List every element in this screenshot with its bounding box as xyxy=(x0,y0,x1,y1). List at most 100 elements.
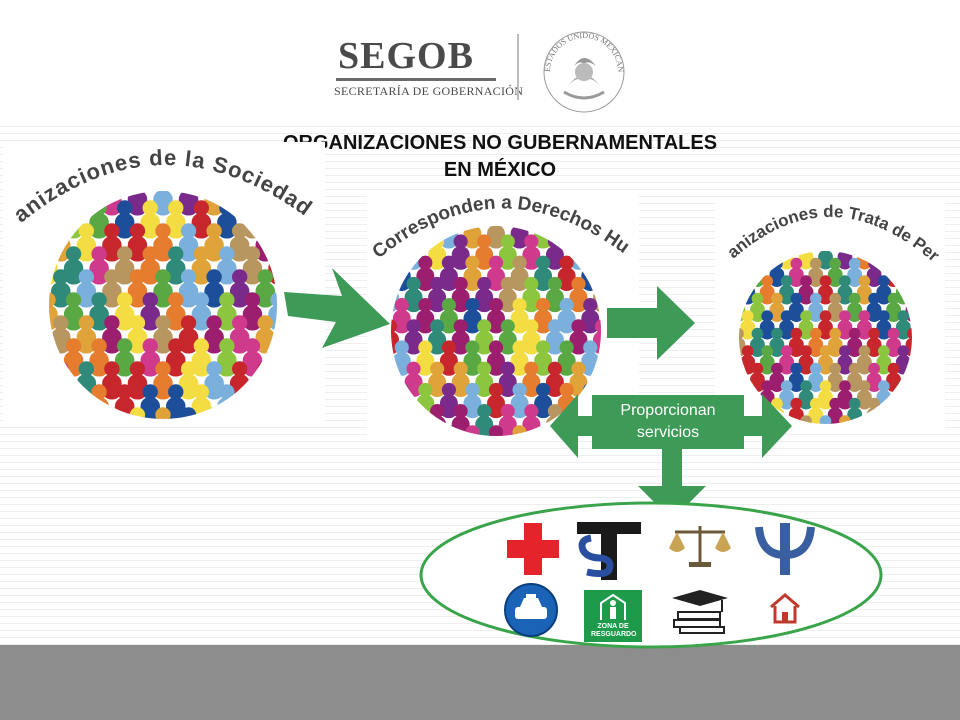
crowd-person-head xyxy=(53,223,69,239)
crowd-person-head xyxy=(104,315,120,331)
crowd-person-head xyxy=(907,362,912,375)
crowd-person-body xyxy=(463,352,482,376)
crowd-person-body xyxy=(463,267,482,291)
crowd-person-body xyxy=(451,331,470,355)
crowd-person-head xyxy=(547,276,562,291)
crowd-person-head xyxy=(418,255,433,270)
crowd-person-body xyxy=(204,328,224,354)
crowd-person-body xyxy=(487,226,505,249)
crowd-person-body xyxy=(827,267,843,287)
crowd-person-head xyxy=(394,382,409,397)
crowd-person-head xyxy=(536,226,551,228)
crowd-person-body xyxy=(847,372,863,392)
crowd-person-head xyxy=(819,310,832,322)
crowd-person-body xyxy=(759,251,775,270)
crowd-person-head xyxy=(155,315,171,331)
services-box-line-1: Proporcionan xyxy=(620,402,716,419)
crowd-person-body xyxy=(739,337,746,357)
crowd-person-head xyxy=(848,292,861,305)
segob-logo: SEGOB SECRETARÍA DE GOBERNACIÓN ESTADOS … xyxy=(330,26,630,115)
crowd-person-body xyxy=(89,351,109,377)
crowd-person-head xyxy=(465,340,480,355)
crowd-person-body xyxy=(153,328,173,354)
crowd-person-body xyxy=(114,213,135,239)
crowd-person-head xyxy=(49,292,56,308)
crowd-person-head xyxy=(180,361,197,377)
crowd-person-head xyxy=(206,223,222,239)
crowd-person-head xyxy=(257,191,273,193)
crowd-person-head xyxy=(477,276,492,291)
crowd-person-body xyxy=(49,305,58,331)
services-box-line-2: servicios xyxy=(636,424,700,441)
crowd-person-head xyxy=(839,310,851,322)
crowd-person-body xyxy=(487,394,505,419)
crowd-person-body xyxy=(510,394,529,419)
crowd-person-head xyxy=(391,319,398,334)
crowd-person-body xyxy=(229,374,250,400)
crowd-person-head xyxy=(848,327,861,340)
crowd-person-body xyxy=(593,246,601,270)
crowd-person-head xyxy=(142,246,158,262)
crowd-person-body xyxy=(463,394,482,419)
crowd-person-body xyxy=(191,351,212,377)
crowd-person-head xyxy=(887,362,900,375)
crowd-person-head xyxy=(206,315,222,331)
crowd-person-head xyxy=(117,292,133,308)
crowd-person-body xyxy=(475,331,494,355)
crowd-person-head xyxy=(751,257,764,270)
crowd-person-body xyxy=(268,397,277,419)
crowd-person-body xyxy=(827,302,843,322)
crowd-person-head xyxy=(897,415,910,424)
crowd-person-body xyxy=(779,285,794,305)
crowd-person-head xyxy=(751,292,764,305)
crowd-person-head xyxy=(65,200,82,216)
crowd-person-head xyxy=(868,257,880,270)
crowd-person-head xyxy=(868,362,880,375)
crowd-person-head xyxy=(547,319,562,334)
crowd-person-body xyxy=(191,305,212,331)
crowd-person-head xyxy=(858,251,871,252)
crowd-person-head xyxy=(907,292,912,305)
crowd-person-head xyxy=(878,380,890,392)
crowd-person-body xyxy=(416,226,435,249)
crowd-person-body xyxy=(487,267,505,291)
crowd-person-head xyxy=(257,315,273,331)
crowd-person-head xyxy=(500,361,515,376)
crowd-person-body xyxy=(827,372,843,392)
crowd-person-head xyxy=(206,361,222,377)
crowd-person-head xyxy=(559,382,574,397)
crowd-person-head xyxy=(858,310,871,322)
crowd-person-body xyxy=(416,309,435,334)
crowd-person-body xyxy=(593,373,601,397)
crowd-person-body xyxy=(739,267,746,287)
footer-bar xyxy=(0,645,960,720)
crowd-person-head xyxy=(907,257,912,270)
crowd-person-body xyxy=(140,305,160,331)
crowd-person-body xyxy=(808,337,824,357)
crowd-person-head xyxy=(536,382,551,397)
crowd-person-head xyxy=(257,407,273,419)
crowd-person-body xyxy=(255,191,275,216)
crowd-person-head xyxy=(65,292,82,308)
crowd-person-body xyxy=(593,331,601,355)
crowd-person-head xyxy=(741,310,754,322)
crowd-person-head xyxy=(418,340,433,355)
crowd-person-head xyxy=(78,361,94,377)
crowd-person-head xyxy=(441,226,456,228)
crowd-person-head xyxy=(270,246,277,262)
crowd-person-head xyxy=(800,310,812,322)
crowd-person-body xyxy=(217,397,237,419)
crowd-person-body xyxy=(534,394,553,419)
crowd-person-head xyxy=(907,397,912,410)
safe-zone-sign-icon: ZONA DE RESGUARDO xyxy=(584,590,642,642)
crowd-person-body xyxy=(140,259,160,285)
crowd-person-head xyxy=(524,276,539,291)
crowd-person-head xyxy=(117,246,133,262)
crowd-person-head xyxy=(257,269,273,285)
crowd-person-body xyxy=(522,373,541,397)
crowd-person-head xyxy=(839,251,851,252)
crowd-person-head xyxy=(168,292,184,308)
crowd-person-body xyxy=(76,374,97,400)
crowd-person-body xyxy=(255,282,275,308)
crowd-person-head xyxy=(488,382,504,397)
